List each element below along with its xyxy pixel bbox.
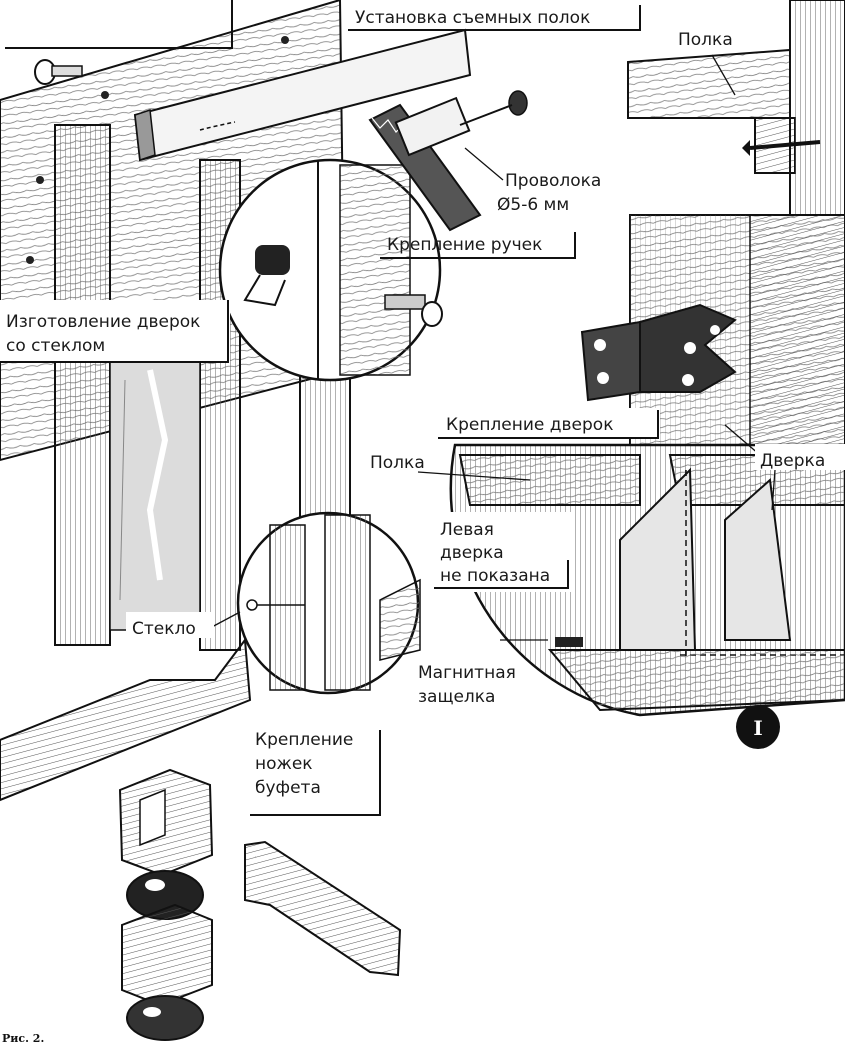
frame-corner bbox=[5, 0, 233, 49]
magnet-latch-icon bbox=[555, 637, 583, 647]
label-shelf-top: Полка bbox=[678, 30, 733, 50]
label-legs: Крепление ножек буфета bbox=[250, 730, 381, 816]
handle-knob-icon bbox=[255, 245, 290, 275]
label-glass: Стекло bbox=[126, 612, 214, 639]
label-latch-line2: защелка bbox=[418, 687, 495, 707]
label-legs-line2: ножек bbox=[255, 754, 313, 774]
handle-screw-icon bbox=[384, 294, 426, 310]
door-stile-left bbox=[54, 124, 111, 646]
label-wire-line2: Ø5-6 мм bbox=[497, 195, 569, 215]
label-doors-glass-line2: со стеклом bbox=[6, 336, 105, 356]
figure-badge-label: I bbox=[753, 716, 762, 740]
label-doors-mount: Крепление дверок bbox=[438, 408, 660, 439]
saw-and-wire bbox=[368, 90, 528, 232]
label-glass-text: Стекло bbox=[132, 619, 196, 639]
base-board bbox=[0, 637, 252, 802]
bolt-top-left bbox=[34, 59, 83, 85]
handle-detail-circle bbox=[218, 158, 443, 382]
figure-badge: I bbox=[736, 705, 780, 749]
screw-icon bbox=[742, 140, 821, 156]
label-latch-line1: Магнитная bbox=[418, 663, 516, 683]
label-shelves-install: Установка съемных полок bbox=[348, 5, 641, 31]
shelf-inset bbox=[627, 0, 845, 216]
right-wall bbox=[629, 214, 845, 446]
label-doors-glass: Изготовление дверок со стеклом bbox=[0, 300, 230, 363]
label-legs-line1: Крепление bbox=[255, 730, 353, 750]
label-door: Дверка bbox=[755, 444, 845, 471]
figure-caption: Рис. 2. bbox=[2, 1032, 44, 1045]
hinge-icon bbox=[580, 303, 737, 402]
label-left-door-line2: дверка bbox=[440, 543, 504, 563]
glass-detail-circle bbox=[236, 511, 421, 695]
cabinet-leg bbox=[118, 768, 214, 1041]
label-handles-text: Крепление ручек bbox=[387, 235, 542, 255]
leader-lines bbox=[209, 54, 776, 641]
label-legs-line3: буфета bbox=[255, 778, 321, 798]
label-shelves-install-text: Установка съемных полок bbox=[355, 8, 590, 28]
label-wire-line1: Проволока bbox=[505, 171, 601, 191]
label-left-door: Левая дверка не показана bbox=[434, 512, 574, 592]
label-doors-glass-line1: Изготовление дверок bbox=[6, 312, 200, 332]
label-latch: Магнитная защелка bbox=[418, 663, 516, 707]
label-door-text: Дверка bbox=[760, 451, 825, 471]
label-left-door-line1: Левая bbox=[440, 520, 494, 540]
label-left-door-line3: не показана bbox=[440, 566, 550, 586]
label-doors-mount-text: Крепление дверок bbox=[446, 415, 613, 435]
label-wire: Проволока Ø5-6 мм bbox=[497, 171, 601, 215]
label-shelf-mid: Полка bbox=[370, 453, 425, 473]
removable-shelf-slat bbox=[133, 28, 472, 162]
glass-panel bbox=[109, 359, 201, 631]
label-handles: Крепление ручек bbox=[380, 232, 576, 259]
leg-mount-board bbox=[244, 840, 402, 977]
